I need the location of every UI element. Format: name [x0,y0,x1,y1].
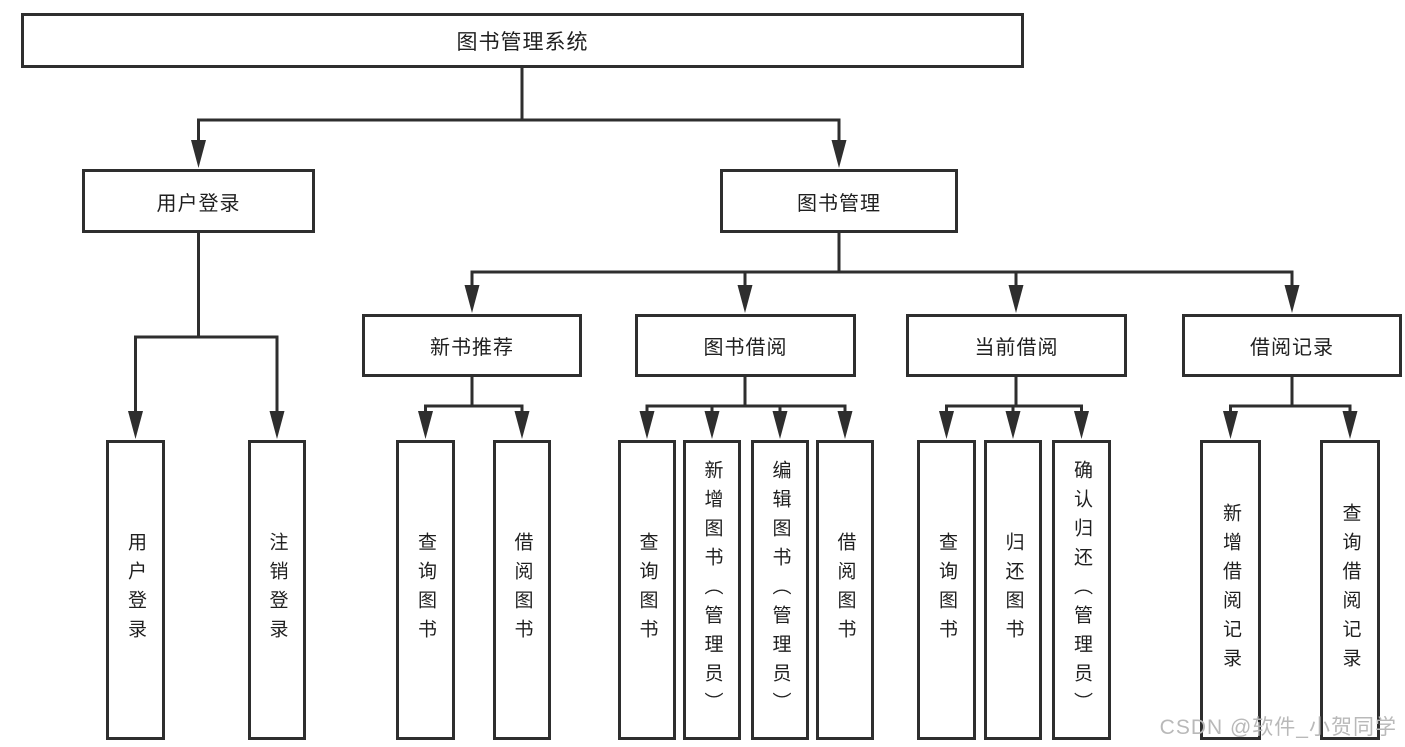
arrowhead [939,411,954,439]
leaf-edit-book-admin: 编辑图书（管理员） [751,440,809,740]
arrowhead [1074,411,1089,439]
connector-root-to-level2 [197,66,841,147]
node-label: 确认归还（管理员） [1071,459,1092,721]
connector-book-borrow-children [645,375,847,414]
connector-borrow-record-children [1229,375,1352,414]
node-label: 用户登录 [156,192,241,215]
arrowhead [831,140,847,168]
leaf-borrow-books-2: 借阅图书 [816,440,874,740]
connector-book-mgmt-to-level3 [470,231,1294,289]
connector-current-borrow-children [945,375,1083,414]
arrowhead [772,411,788,439]
arrowhead [514,411,530,439]
node-current-borrowing: 当前借阅 [906,314,1127,377]
node-label: 借阅图书 [511,532,533,648]
node-borrowing-records: 借阅记录 [1182,314,1402,377]
node-label: 用户登录 [125,532,146,648]
connector-user-login-children [134,231,279,414]
leaf-query-books-1: 查询图书 [396,440,455,740]
arrowhead [464,285,480,313]
node-label: 编辑图书（管理员） [769,459,791,721]
node-label: 查询图书 [636,532,658,648]
arrowhead [1342,411,1358,439]
arrowhead [128,411,143,439]
arrowhead [737,285,753,313]
arrowhead [837,411,853,439]
node-label: 查询图书 [936,532,957,648]
node-label: 新增借阅记录 [1220,503,1241,677]
node-label: 借阅记录 [1250,337,1334,359]
arrowhead [1223,411,1238,439]
leaf-query-books-3: 查询图书 [917,440,976,740]
node-book-management: 图书管理 [720,169,958,233]
node-user-login: 用户登录 [82,169,315,233]
leaf-add-book-admin: 新增图书（管理员） [683,440,741,740]
node-label: 当前借阅 [974,337,1059,359]
node-library-system: 图书管理系统 [21,13,1024,68]
leaf-logout: 注销登录 [248,440,306,740]
leaf-user-login: 用户登录 [106,440,165,740]
node-label: 注销登录 [266,532,288,648]
node-label: 图书管理 [797,192,881,215]
arrowhead [191,140,206,168]
node-label: 查询借阅记录 [1339,503,1361,677]
node-label: 查询图书 [415,532,436,648]
connector-new-book-children [424,375,524,414]
leaf-confirm-return-admin: 确认归还（管理员） [1052,440,1111,740]
leaf-query-books-2: 查询图书 [618,440,676,740]
node-label: 借阅图书 [834,532,856,648]
arrowhead [269,411,285,439]
arrowhead [1008,285,1024,313]
node-label: 图书管理系统 [456,30,589,54]
arrowhead [1284,285,1300,313]
node-book-borrowing: 图书借阅 [635,314,856,377]
node-new-book-recommend: 新书推荐 [362,314,582,377]
node-label: 归还图书 [1002,532,1024,648]
arrowhead [639,411,655,439]
node-label: 新书推荐 [430,337,514,359]
arrowhead [704,411,720,439]
leaf-add-borrow-record: 新增借阅记录 [1200,440,1261,740]
leaf-return-book: 归还图书 [984,440,1042,740]
leaf-query-borrow-record: 查询借阅记录 [1320,440,1380,740]
leaf-borrow-books-1: 借阅图书 [493,440,551,740]
arrowhead [1005,411,1021,439]
node-label: 图书借阅 [703,337,788,359]
arrowhead [418,411,433,439]
node-label: 新增图书（管理员） [701,459,723,721]
